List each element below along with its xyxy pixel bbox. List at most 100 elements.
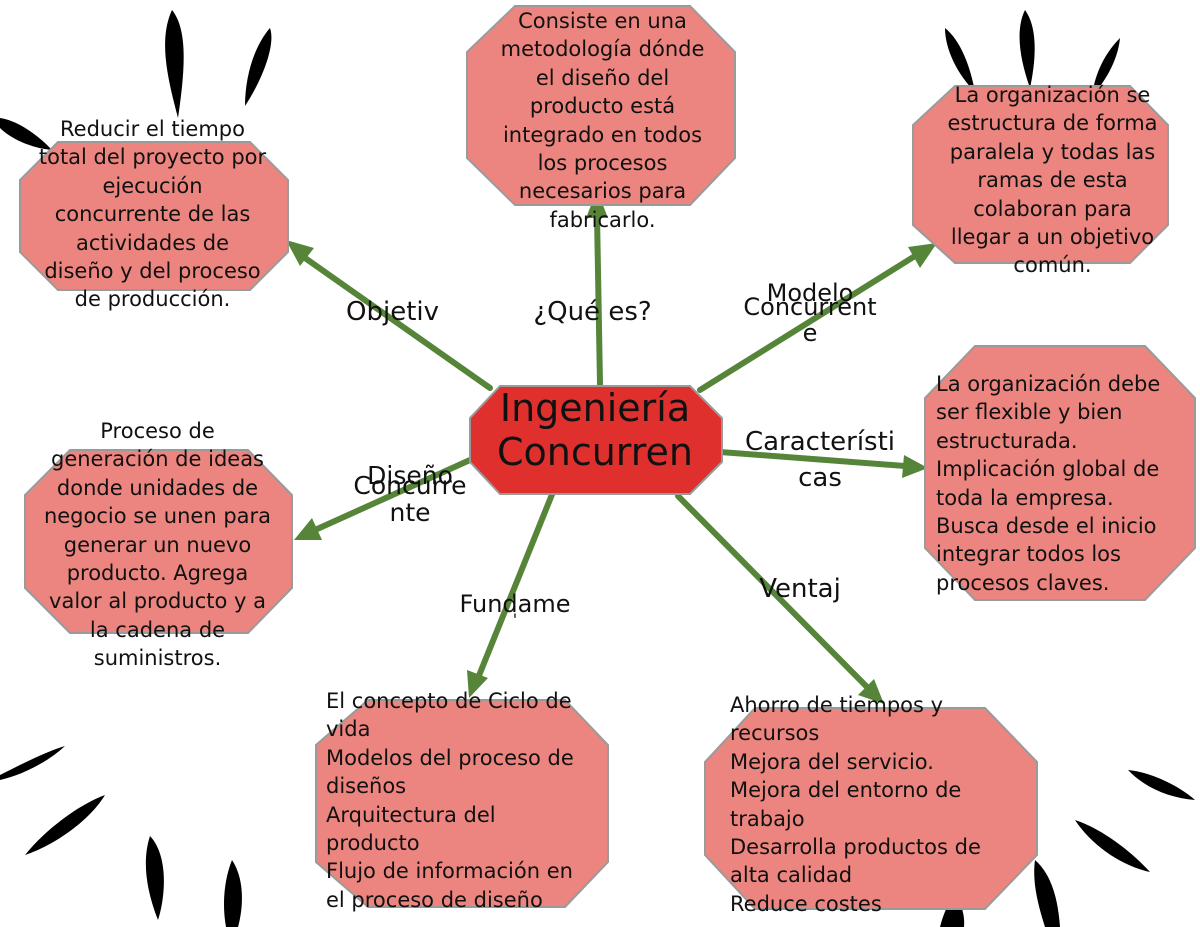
edge-label-diseno-3: nte [389, 498, 431, 527]
node-modelo-line: colaboran para [973, 196, 1132, 221]
arrow-modelo-head [908, 243, 937, 268]
node-modelo-line: común. [1013, 253, 1092, 278]
node-caracteristicas: La organización debe ser flexible y bien… [936, 370, 1198, 597]
arrow-objetivo [302, 255, 493, 391]
node-caracteristicas-line: toda la empresa. [936, 485, 1114, 510]
node-objetivo-line: ejecución [102, 173, 203, 198]
arrow-diseno-head [294, 518, 322, 540]
node-caracteristicas-shape [924, 345, 1196, 601]
edge-label-modelo-2: Concurrent [743, 293, 877, 321]
node-fundamentos: El concepto de Ciclo de vida Modelos del… [326, 687, 616, 914]
node-fundamentos-line: El concepto de Ciclo de [326, 689, 572, 713]
node-fundamentos-line: Modelos del proceso de [326, 745, 574, 770]
node-diseno-line: donde unidades de [56, 475, 259, 500]
center-title: Ingeniería Concurren [470, 386, 720, 474]
node-objetivo-line: total del proyecto por [38, 145, 267, 170]
node-caracteristicas-line: Busca desde el inicio [936, 514, 1157, 539]
edge-label-ventajas: Ventaj [759, 574, 841, 604]
node-diseno: Proceso de generación de ideas donde uni… [20, 417, 295, 673]
arrow-fundamentos-head [467, 670, 488, 698]
edge-label-modelo-1: Modelo [766, 279, 854, 307]
node-que-es-line: el diseño del [535, 65, 670, 90]
node-ventajas-line: Mejora del entorno de [730, 778, 962, 803]
node-modelo-line: La organización se [954, 83, 1151, 107]
node-que-es-line: Consiste en una [518, 9, 687, 33]
arrow-que-es [594, 212, 603, 387]
edge-label-que-es: ¿Qué es? [533, 297, 652, 327]
edge-label-diseno-2: Concurre [353, 471, 467, 500]
edge-label-caracteristicas: Característi cas [725, 424, 915, 496]
center-title-line-2: Concurren [496, 430, 694, 474]
arrow-caracteristicas-head [902, 455, 928, 478]
edge-label-fundamentos-1: Fundame [459, 590, 571, 618]
node-fundamentos-shape [315, 699, 609, 908]
node-ventajas-line: Ahorro de tiempos y [730, 693, 944, 717]
node-que-es-line: integrado en todos [502, 122, 703, 147]
node-fundamentos-line: el proceso de diseño [326, 887, 543, 912]
node-diseno-line: generar un nuevo [63, 532, 252, 557]
node-caracteristicas-line: La organización debe [936, 372, 1161, 396]
node-ventajas-shape [704, 707, 1038, 910]
node-objetivo-shape [19, 141, 289, 291]
edge-label-modelo-3: e [802, 319, 818, 347]
node-ventajas-line: recursos [730, 721, 820, 746]
decorative-strokes [0, 10, 1195, 927]
arrow-objetivo-head [286, 240, 314, 266]
arrow-modelo [697, 253, 918, 393]
node-que-es-line: los procesos [537, 151, 668, 176]
center-node-shape [469, 385, 723, 495]
node-objetivo-line: de producción. [74, 287, 231, 312]
node-objetivo-line: concurrente de las [54, 202, 251, 227]
node-ventajas-line: Reduce costes [730, 891, 882, 916]
node-modelo-line: llegar a un objetivo [950, 225, 1155, 250]
node-modelo-line: estructura de forma [947, 111, 1158, 136]
arrow-fundamentos [475, 489, 556, 681]
node-que-es-line: fabricarlo. [549, 207, 656, 232]
node-ventajas-line: Desarrolla productos de [730, 835, 981, 860]
node-diseno-line: generación de ideas [50, 447, 264, 472]
center-title-line-1: Ingeniería [499, 386, 691, 430]
arrow-ventajas-head [858, 679, 884, 704]
node-fundamentos-line: Arquitectura del [326, 802, 496, 827]
edge-label-modelo: Modelo Concurrent e [730, 280, 890, 346]
edge-label-diseno: Diseño Concurre nte [330, 462, 490, 526]
edge-label-fundamentos-2: ' [512, 610, 518, 629]
edge-label-fundamentos: Fundame ' [440, 590, 590, 634]
node-que-es-shape [466, 5, 736, 206]
node-objetivo: Reducir el tiempo total del proyecto por… [10, 115, 295, 314]
node-que-es: Consiste en una metodología dónde el dis… [470, 7, 735, 234]
node-diseno-line: la cadena de [89, 617, 226, 642]
node-modelo-line: ramas de esta [977, 168, 1128, 193]
node-fundamentos-line: vida [326, 717, 371, 742]
node-fundamentos-line: Flujo de información en [326, 859, 573, 884]
node-diseno-line: negocio se unen para [43, 504, 272, 529]
node-objetivo-line: actividades de [75, 230, 230, 255]
node-diseno-line: suministros. [93, 646, 222, 671]
node-caracteristicas-line: Implicación global de [936, 457, 1160, 482]
node-ventajas-line: Mejora del servicio. [730, 749, 934, 774]
node-fundamentos-line: diseños [326, 774, 407, 799]
arrow-ventajas [675, 493, 871, 691]
node-que-es-line: metodología dónde [500, 37, 705, 62]
node-modelo-line: paralela y todas las [949, 139, 1156, 164]
edge-label-objetivo: Objetiv [346, 297, 439, 327]
edge-label-diseno-1: Diseño [367, 461, 453, 490]
arrow-caracteristicas [717, 449, 908, 469]
node-diseno-shape [24, 449, 293, 634]
node-ventajas-line: trabajo [730, 806, 805, 831]
node-diseno-line: valor al producto y a [49, 589, 266, 614]
arrow-diseno [312, 457, 473, 533]
node-que-es-line: necesarios para [518, 179, 687, 204]
node-caracteristicas-line: procesos claves. [936, 570, 1110, 595]
node-fundamentos-line: producto [326, 831, 420, 856]
node-caracteristicas-line: integrar todos los [936, 542, 1121, 567]
node-caracteristicas-line: ser flexible y bien [936, 400, 1123, 425]
node-ventajas-line: alta calidad [730, 863, 853, 888]
edge-label-caracteristicas-1: Característi [744, 427, 896, 457]
node-modelo-shape [912, 85, 1169, 264]
node-caracteristicas-line: estructurada. [936, 428, 1078, 453]
node-objetivo-line: Reducir el tiempo [60, 117, 245, 141]
node-diseno-line: Proceso de [100, 419, 215, 443]
node-ventajas: Ahorro de tiempos y recursos Mejora del … [730, 691, 1030, 918]
